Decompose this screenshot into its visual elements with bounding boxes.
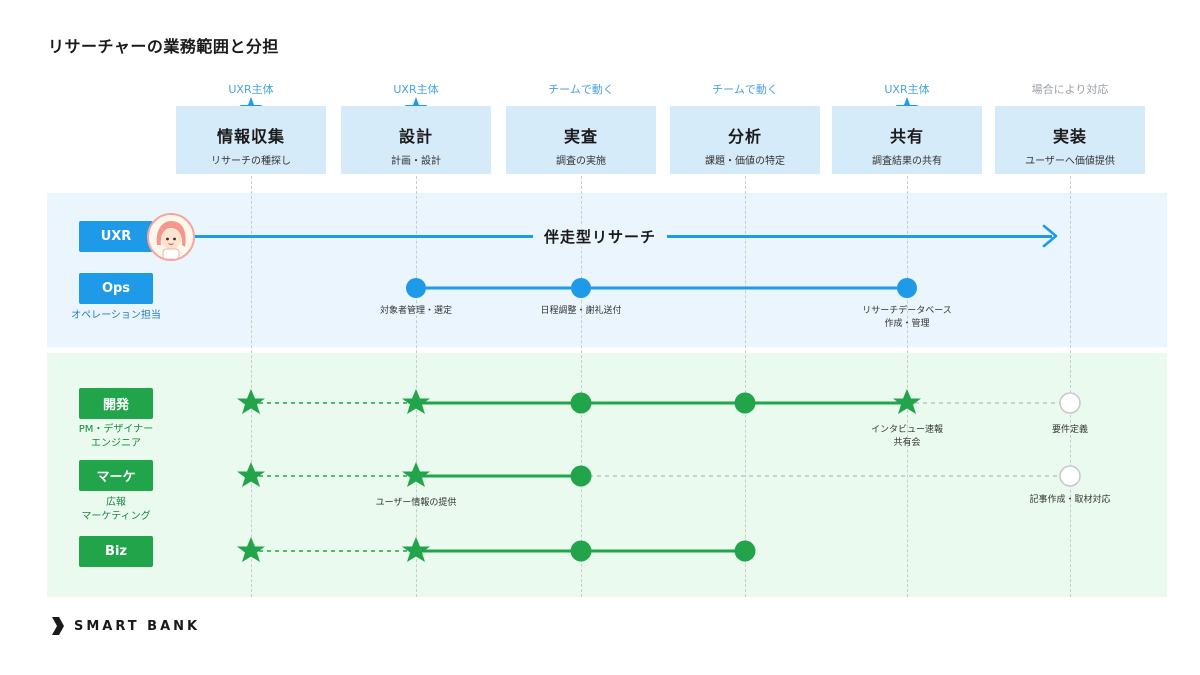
phase-owner-label: UXR主体 [228, 83, 274, 96]
phase-owner-label: UXR主体 [884, 83, 930, 96]
researcher-illustration [149, 215, 193, 259]
marketing-role-description-line2: マーケティング [81, 511, 151, 522]
phase-name: 情報収集 [216, 127, 285, 146]
phase-owner-label: チームで動く [548, 83, 614, 96]
ops-role-tag: Ops [79, 273, 153, 304]
star-icon [402, 462, 430, 487]
biz-node [570, 540, 592, 562]
phase-guide-line [907, 176, 908, 597]
phase-box-fieldwork: 実査 調査の実施 [506, 106, 656, 174]
dev-node [734, 392, 756, 414]
research-team-band [47, 193, 1167, 347]
brand-name: SMART BANK [74, 618, 201, 634]
brand-logo: SMART BANK [50, 616, 200, 636]
marketing-role-description: 広報 [106, 497, 126, 508]
partner-teams-band [47, 353, 1167, 597]
phase-guide-line [1070, 176, 1071, 597]
phase-owner-label: 場合により対応 [1031, 83, 1109, 96]
dev-node-label-line2: 共有会 [893, 438, 921, 448]
phase-box-analysis: 分析 課題・価値の特定 [670, 106, 820, 174]
dev-node-label: 要件定義 [1051, 425, 1088, 435]
phase-name: 設計 [398, 127, 433, 146]
biz-node [734, 540, 756, 562]
phase-box-design: 設計 計画・設計 [341, 106, 491, 174]
biz-role-tag: Biz [79, 536, 153, 567]
phase-name: 実査 [563, 127, 598, 146]
phase-description: リサーチの種探し [211, 156, 291, 167]
star-icon [237, 537, 265, 562]
phase-name: 実装 [1052, 127, 1087, 146]
arrow-right-icon [1042, 224, 1058, 248]
phase-description: 調査結果の共有 [872, 156, 942, 167]
star-icon [237, 462, 265, 487]
brand-mark-icon [52, 617, 64, 635]
phase-description: 課題・価値の特定 [705, 156, 785, 167]
ops-node [406, 278, 426, 298]
ops-node [571, 278, 591, 298]
phase-owner-label: UXR主体 [393, 83, 439, 96]
phase-guide-line [416, 176, 417, 597]
phase-name: 共有 [889, 127, 924, 146]
marketing-optional-node [1059, 465, 1081, 487]
phase-box-implementation: 実装 ユーザーへ価値提供 [995, 106, 1145, 174]
ops-node-label: リサーチデータベース [862, 306, 952, 316]
ops-node-label: 日程調整・謝礼送付 [540, 306, 622, 316]
dev-node-label: インタビュー速報 [870, 425, 943, 435]
star-icon [402, 389, 430, 414]
star-icon [237, 389, 265, 414]
phase-description: 計画・設計 [391, 156, 441, 167]
marketing-node-label: ユーザー情報の提供 [375, 498, 457, 508]
marketing-role-tag: マーケ [79, 460, 153, 491]
star-icon [402, 537, 430, 562]
marketing-node [570, 465, 592, 487]
phase-description: 調査の実施 [556, 156, 606, 167]
dev-node [570, 392, 592, 414]
dev-role-description-line2: エンジニア [91, 438, 141, 449]
ops-node-label: 対象者管理・選定 [379, 306, 452, 316]
ops-node-label-line2: 作成・管理 [884, 319, 930, 329]
phase-owner-label: チームで動く [712, 83, 778, 96]
phase-guide-line [745, 176, 746, 597]
ops-role-description: オペレーション担当 [71, 310, 161, 321]
researcher-avatar [147, 213, 195, 261]
dev-optional-node [1059, 392, 1081, 414]
page-title: リサーチャーの業務範囲と分担 [48, 37, 279, 56]
phase-box-information-gathering: 情報収集 リサーチの種探し [176, 106, 326, 174]
uxr-timeline-label: 伴走型リサーチ [533, 226, 667, 247]
phase-description: ユーザーへ価値提供 [1025, 156, 1115, 167]
uxr-role-tag: UXR [79, 221, 153, 252]
dev-role-tag: 開発 [79, 388, 153, 419]
phase-guide-line [581, 176, 582, 597]
phase-name: 分析 [727, 127, 762, 146]
star-icon [893, 389, 921, 414]
ops-node [897, 278, 917, 298]
marketing-node-label: 記事作成・取材対応 [1029, 495, 1111, 505]
phase-guide-line [251, 176, 252, 597]
dev-role-description: PM・デザイナー [78, 424, 154, 435]
phase-box-sharing: 共有 調査結果の共有 [832, 106, 982, 174]
